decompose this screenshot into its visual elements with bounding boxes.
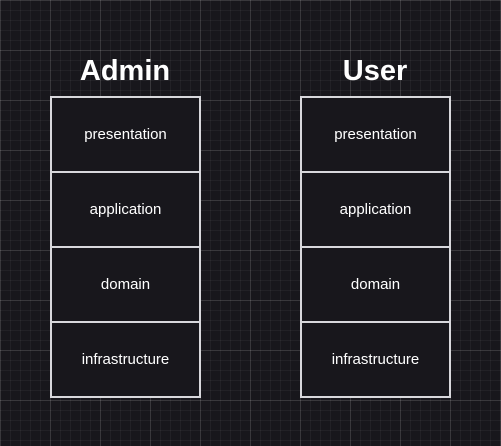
user-layer-stack: presentation application domain infrastr… xyxy=(300,96,451,398)
user-layer-domain: domain xyxy=(302,248,449,323)
admin-layer-domain: domain xyxy=(52,248,199,323)
admin-title: Admin xyxy=(79,55,171,87)
admin-layer-infrastructure: infrastructure xyxy=(52,323,199,396)
user-layer-presentation: presentation xyxy=(302,98,449,173)
user-stack: User presentation application domain inf… xyxy=(300,50,451,398)
admin-layer-presentation: presentation xyxy=(52,98,199,173)
admin-stack: Admin presentation application domain in… xyxy=(50,50,201,398)
admin-layer-stack: presentation application domain infrastr… xyxy=(50,96,201,398)
user-title: User xyxy=(342,55,408,87)
user-layer-infrastructure: infrastructure xyxy=(302,323,449,396)
admin-layer-application: application xyxy=(52,173,199,248)
user-layer-application: application xyxy=(302,173,449,248)
